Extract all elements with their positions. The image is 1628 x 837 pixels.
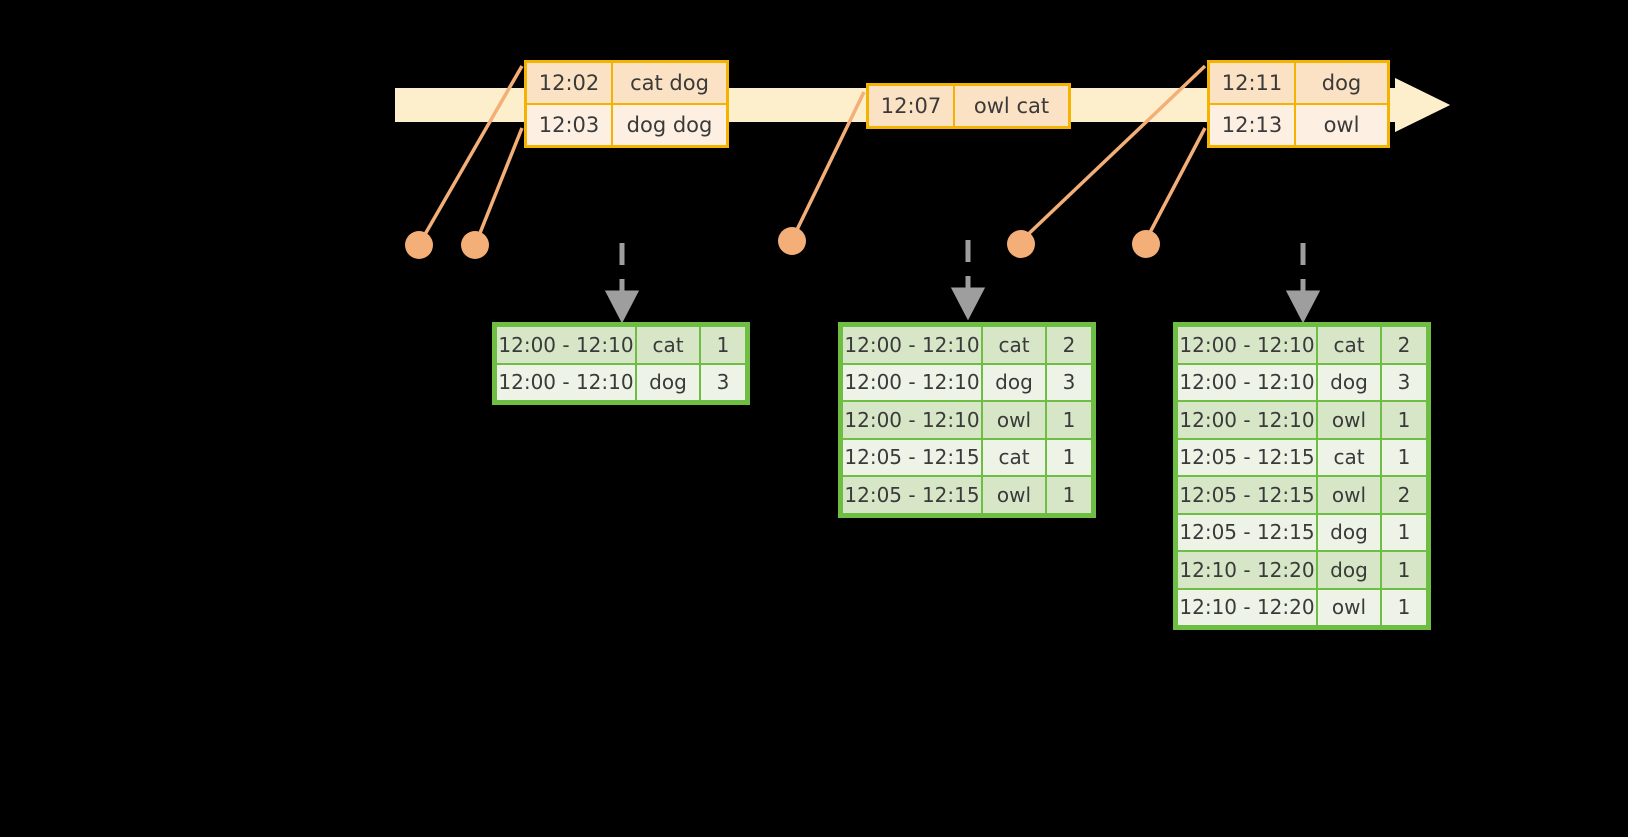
table-row[interactable]: 12:00 - 12:10 cat 1	[496, 326, 746, 364]
table-row[interactable]: 12:05 - 12:15 owl 2	[1177, 476, 1427, 514]
table-row[interactable]: 12:00 - 12:10 cat 2	[1177, 326, 1427, 364]
window-cell: 12:00 - 12:10	[1177, 363, 1317, 401]
count-cell: 3	[700, 363, 746, 401]
count-cell: 1	[700, 326, 746, 364]
connector-dot-1	[405, 231, 433, 259]
window-cell: 12:10 - 12:20	[1177, 551, 1317, 589]
dashed-arrow-1	[604, 243, 640, 324]
result-table-3[interactable]: 12:00 - 12:10 cat 2 12:00 - 12:10 dog 3 …	[1173, 322, 1431, 630]
word-cell: cat	[982, 438, 1046, 476]
table-row[interactable]: 12:05 - 12:15 cat 1	[1177, 438, 1427, 476]
table-row[interactable]: 12:00 - 12:10 owl 1	[842, 401, 1092, 439]
word-cell: cat	[1317, 326, 1381, 364]
table-row[interactable]: 12:05 - 12:15 dog 1	[1177, 513, 1427, 551]
dashed-arrows	[604, 240, 1321, 324]
event-group-2[interactable]: 12:07 owl cat	[866, 83, 1071, 129]
event-time: 12:07	[869, 86, 955, 126]
count-cell: 2	[1381, 326, 1427, 364]
table-row[interactable]: 12:10 - 12:20 dog 1	[1177, 551, 1427, 589]
dashed-arrow-2	[950, 240, 986, 321]
window-cell: 12:00 - 12:10	[1177, 326, 1317, 364]
count-cell: 1	[1046, 476, 1092, 514]
word-cell: dog	[1317, 551, 1381, 589]
window-cell: 12:00 - 12:10	[842, 363, 982, 401]
window-cell: 12:00 - 12:10	[496, 363, 636, 401]
count-cell: 1	[1046, 438, 1092, 476]
count-cell: 2	[1381, 476, 1427, 514]
table-row[interactable]: 12:00 - 12:10 owl 1	[1177, 401, 1427, 439]
event-row[interactable]: 12:13 owl	[1210, 103, 1387, 145]
dashed-arrow-3	[1285, 243, 1321, 324]
table-row[interactable]: 12:00 - 12:10 cat 2	[842, 326, 1092, 364]
window-cell: 12:00 - 12:10	[496, 326, 636, 364]
count-cell: 3	[1381, 363, 1427, 401]
word-cell: owl	[1317, 588, 1381, 626]
connector-dot-3	[778, 227, 806, 255]
event-row[interactable]: 12:11 dog	[1210, 63, 1387, 103]
count-cell: 1	[1381, 588, 1427, 626]
word-cell: dog	[636, 363, 700, 401]
count-cell: 3	[1046, 363, 1092, 401]
table-row[interactable]: 12:05 - 12:15 cat 1	[842, 438, 1092, 476]
table-row[interactable]: 12:00 - 12:10 dog 3	[1177, 363, 1427, 401]
word-cell: owl	[1317, 476, 1381, 514]
window-cell: 12:05 - 12:15	[1177, 476, 1317, 514]
event-row[interactable]: 12:02 cat dog	[527, 63, 726, 103]
count-cell: 1	[1046, 401, 1092, 439]
event-group-3[interactable]: 12:11 dog 12:13 owl	[1207, 60, 1390, 148]
count-cell: 1	[1381, 401, 1427, 439]
event-time: 12:03	[527, 105, 613, 145]
table-row[interactable]: 12:10 - 12:20 owl 1	[1177, 588, 1427, 626]
event-words: cat dog	[613, 63, 726, 103]
window-cell: 12:00 - 12:10	[1177, 401, 1317, 439]
word-cell: dog	[1317, 513, 1381, 551]
window-cell: 12:05 - 12:15	[842, 476, 982, 514]
count-cell: 1	[1381, 513, 1427, 551]
window-cell: 12:05 - 12:15	[1177, 438, 1317, 476]
table-row[interactable]: 12:00 - 12:10 dog 3	[496, 363, 746, 401]
connector-dot-5	[1132, 230, 1160, 258]
count-cell: 1	[1381, 438, 1427, 476]
event-time: 12:13	[1210, 105, 1296, 145]
event-words: owl	[1296, 105, 1387, 145]
event-words: dog dog	[613, 105, 726, 145]
connector-dot-2	[461, 231, 489, 259]
word-cell: cat	[636, 326, 700, 364]
result-table-1[interactable]: 12:00 - 12:10 cat 1 12:00 - 12:10 dog 3	[492, 322, 750, 405]
word-cell: owl	[982, 476, 1046, 514]
window-cell: 12:00 - 12:10	[842, 401, 982, 439]
event-group-1[interactable]: 12:02 cat dog 12:03 dog dog	[524, 60, 729, 148]
connector-dots	[405, 227, 1160, 259]
event-words: dog	[1296, 63, 1387, 103]
count-cell: 2	[1046, 326, 1092, 364]
count-cell: 1	[1381, 551, 1427, 589]
event-time: 12:11	[1210, 63, 1296, 103]
event-row[interactable]: 12:03 dog dog	[527, 103, 726, 145]
window-cell: 12:10 - 12:20	[1177, 588, 1317, 626]
event-row[interactable]: 12:07 owl cat	[869, 86, 1068, 126]
event-time: 12:02	[527, 63, 613, 103]
connector-dot-4	[1007, 230, 1035, 258]
word-cell: dog	[1317, 363, 1381, 401]
connector-lines	[418, 64, 1207, 244]
word-cell: owl	[982, 401, 1046, 439]
window-cell: 12:00 - 12:10	[842, 326, 982, 364]
word-cell: cat	[1317, 438, 1381, 476]
window-cell: 12:05 - 12:15	[842, 438, 982, 476]
window-cell: 12:05 - 12:15	[1177, 513, 1317, 551]
table-row[interactable]: 12:00 - 12:10 dog 3	[842, 363, 1092, 401]
table-row[interactable]: 12:05 - 12:15 owl 1	[842, 476, 1092, 514]
word-cell: owl	[1317, 401, 1381, 439]
event-words: owl cat	[955, 86, 1068, 126]
word-cell: dog	[982, 363, 1046, 401]
result-table-2[interactable]: 12:00 - 12:10 cat 2 12:00 - 12:10 dog 3 …	[838, 322, 1096, 518]
word-cell: cat	[982, 326, 1046, 364]
